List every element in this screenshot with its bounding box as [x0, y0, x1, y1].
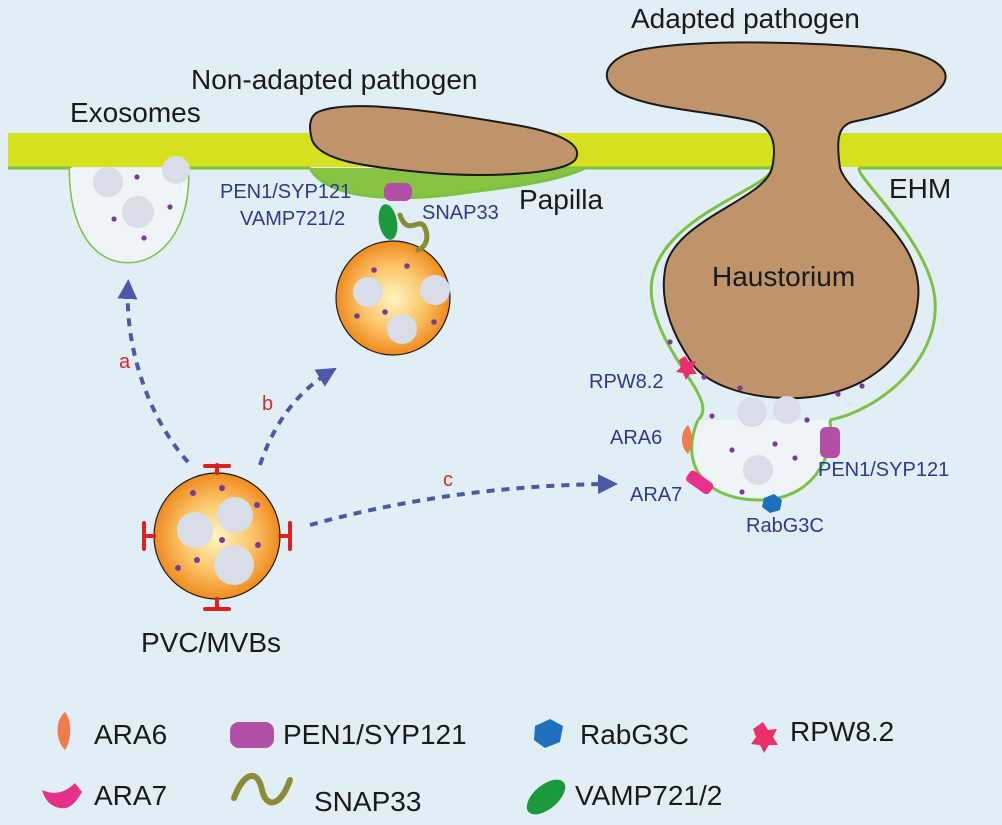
pathway-c-label: c — [443, 469, 453, 491]
secretory-vesicle — [335, 240, 451, 356]
adapted-pathogen-title: Adapted pathogen — [631, 3, 860, 34]
ara7-label: ARA7 — [630, 484, 683, 506]
plasma-membrane-right — [829, 166, 1002, 422]
arrow-a — [117, 279, 190, 464]
ehm-label: EHM — [889, 173, 952, 204]
legend-rpw8-label: RPW8.2 — [790, 716, 895, 747]
vamp-top-label: VAMP721/2 — [240, 208, 346, 230]
papilla — [310, 168, 585, 198]
legend-ara6-label: ARA6 — [94, 719, 168, 750]
legend-ara6-icon — [57, 712, 71, 750]
legend-pen1-icon — [230, 722, 274, 748]
pvc-mvb-vesicle — [153, 472, 281, 600]
pathway-b-label: b — [262, 393, 274, 415]
papilla-label: Papilla — [519, 184, 604, 215]
exosomes-label: Exosomes — [70, 97, 201, 128]
pvc-surface-markers — [142, 463, 292, 611]
legend-snap33-label: SNAP33 — [314, 786, 422, 817]
legend-ara7-label: ARA7 — [94, 780, 168, 811]
rpw8-label: RPW8.2 — [589, 371, 664, 393]
legend-vamp-label: VAMP721/2 — [575, 780, 723, 811]
legend-ara7-icon — [42, 783, 82, 809]
snap33-top-label: SNAP33 — [422, 202, 499, 224]
pen1-right-label: PEN1/SYP121 — [818, 459, 950, 481]
arrow-b — [258, 367, 337, 466]
pvc-mvbs-label: PVC/MVBs — [141, 627, 282, 658]
rpw8-icon — [676, 356, 697, 380]
legend-vamp-icon — [526, 779, 566, 815]
legend-snap33-icon — [231, 773, 293, 806]
pen1-top-label: PEN1/SYP121 — [220, 181, 352, 203]
plasma-membrane-mid — [520, 166, 774, 422]
legend-rabg3c-label: RabG3C — [580, 719, 689, 750]
pathway-a-label: a — [119, 351, 131, 373]
non-adapted-pathogen-body — [309, 105, 578, 176]
pen1-icon — [384, 183, 412, 201]
snap33-icon — [397, 212, 430, 253]
haustorium-label: Haustorium — [712, 261, 856, 292]
adapted-pathogen-body — [605, 41, 947, 400]
arrow-c — [309, 474, 618, 527]
vamp-icon — [378, 204, 398, 240]
ara6-icon — [682, 425, 692, 454]
rabg3c-icon — [762, 494, 782, 513]
legend-pen1-label: PEN1/SYP121 — [283, 719, 467, 750]
rabg3c-label: RabG3C — [746, 515, 824, 537]
legend-rpw8-icon — [751, 722, 778, 753]
ara6-label: ARA6 — [610, 427, 663, 449]
pen1-icon — [820, 427, 840, 458]
non-adapted-pathogen-title: Non-adapted pathogen — [191, 64, 478, 95]
legend-rabg3c-icon — [534, 719, 563, 748]
ara7-icon — [686, 470, 714, 495]
